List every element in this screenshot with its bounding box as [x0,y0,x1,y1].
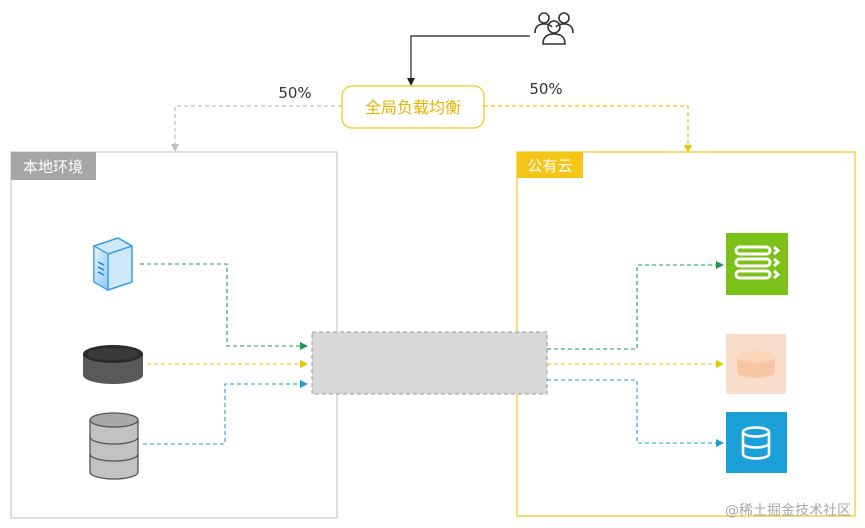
stack-link-blue [143,380,308,445]
local-environment-panel: 本地环境 [10,151,338,519]
load-balancer-label: 全局负载均衡 [365,98,461,117]
balancer-to-local-arrow [171,105,342,152]
users-icon [534,12,574,45]
database-disk-icon [83,345,143,384]
server-icon [93,237,133,292]
cloud-link-blue [547,379,724,447]
database-stack-icon [89,412,139,480]
connection-channel [311,331,548,395]
cloud-link-green [547,261,724,350]
database-disk-icon-cloud [726,334,786,394]
server-link-green [140,263,308,350]
global-load-balancer[interactable]: 全局负载均衡 [341,85,485,129]
stack-lines-icon [726,233,788,295]
local-environment-label: 本地环境 [23,158,83,176]
public-cloud-label: 公有云 [527,157,572,175]
watermark: @稀土掘金技术社区 [725,503,851,519]
users-to-balancer-arrow [407,35,530,86]
left-split-percent: 50% [278,84,311,102]
balancer-to-cloud-arrow [484,105,692,153]
right-split-percent: 50% [529,80,562,98]
database-icon [726,412,787,473]
public-cloud-panel: 公有云 [516,151,856,517]
